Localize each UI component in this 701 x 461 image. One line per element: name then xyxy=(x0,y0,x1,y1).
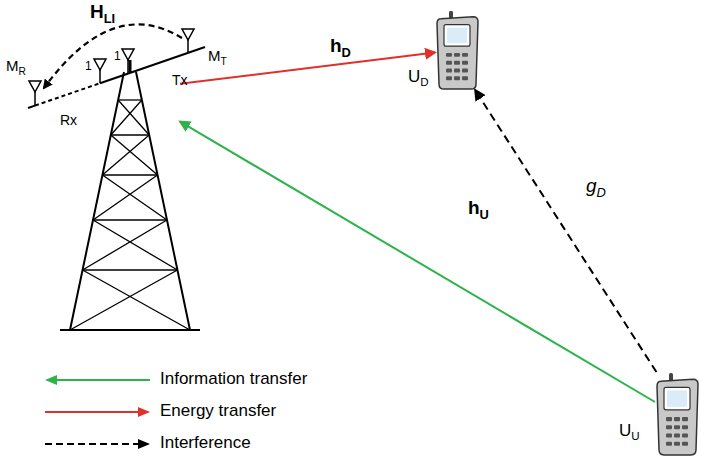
loop-interference xyxy=(44,24,182,88)
channel-label: gD xyxy=(584,176,608,200)
antenna-array xyxy=(28,29,205,108)
subscript: D xyxy=(597,185,606,200)
symbol: U xyxy=(408,67,420,86)
symbol: U xyxy=(619,421,631,440)
subscript: LI xyxy=(104,11,115,26)
base-station: RxTx xyxy=(60,55,180,130)
channel-label: hD xyxy=(328,36,353,60)
channel-arrow xyxy=(475,90,656,372)
user-label: UD xyxy=(408,68,429,89)
symbol: M xyxy=(6,57,19,74)
subscript: D xyxy=(342,45,351,60)
user-phone: UD xyxy=(435,10,480,90)
user-label: UU xyxy=(619,422,640,443)
legend-text: Information transfer xyxy=(160,370,307,389)
antenna-label: Rx xyxy=(60,113,77,128)
symbol: M xyxy=(208,47,221,64)
legend-samples xyxy=(45,375,150,449)
antenna-index: 1 xyxy=(85,60,92,73)
symbol: h xyxy=(330,35,342,56)
channel-arrow xyxy=(180,122,655,402)
phone-icon xyxy=(655,372,700,456)
subscript: R xyxy=(19,66,26,77)
symbol: h xyxy=(468,197,480,218)
channel-label: HLI xyxy=(90,2,115,26)
antenna-label: Tx xyxy=(172,73,188,88)
phone-icon xyxy=(435,10,480,90)
antenna-count: MR xyxy=(6,58,26,77)
subscript: U xyxy=(631,430,639,442)
channel-label: hU xyxy=(466,198,491,222)
legend-text: Energy transfer xyxy=(160,402,276,421)
antenna-count: MT xyxy=(208,48,227,67)
subscript: D xyxy=(420,76,428,88)
antenna-index: 1 xyxy=(114,50,121,63)
symbol: H xyxy=(90,1,104,22)
legend-text: Interference xyxy=(160,434,251,453)
user-phone: UU xyxy=(655,372,700,456)
subscript: U xyxy=(480,207,489,222)
tower xyxy=(60,60,200,330)
symbol: g xyxy=(586,175,597,196)
subscript: T xyxy=(221,56,227,67)
